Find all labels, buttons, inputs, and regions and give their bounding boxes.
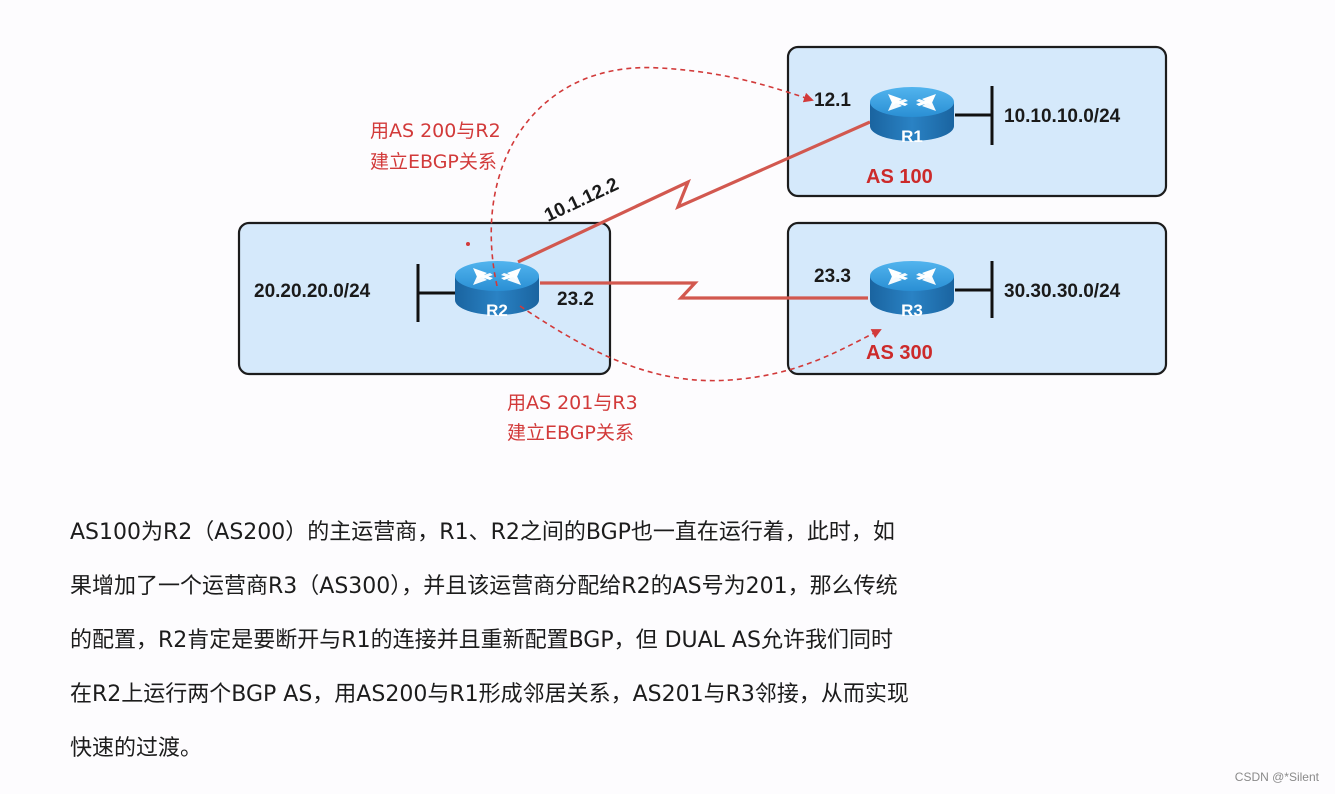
router-r2[interactable]: R2 xyxy=(455,261,539,320)
marker-dot xyxy=(466,242,470,246)
r2-network-label: 20.20.20.0/24 xyxy=(254,281,371,302)
note-r1-line2: 建立EBGP关系 xyxy=(370,151,497,173)
ebgp-arc-r2-r1 xyxy=(490,66,814,287)
note-r3-line2: 建立EBGP关系 xyxy=(507,422,634,444)
note-r1-line1: 用AS 200与R2 xyxy=(370,120,501,142)
as300-label: AS 300 xyxy=(866,342,933,364)
description-line: 在R2上运行两个BGP AS，用AS200与R1形成邻居关系，AS201与R3邻… xyxy=(70,682,909,707)
description-line: 果增加了一个运营商R3（AS300），并且该运营商分配给R2的AS号为201，那… xyxy=(70,574,898,599)
description-line: 快速的过渡。 xyxy=(70,736,203,761)
router-r1-label: R1 xyxy=(901,127,923,146)
note-r3-line1: 用AS 201与R3 xyxy=(507,392,638,414)
r3-interface-label: 23.3 xyxy=(814,266,851,287)
serial-link-r2-r3 xyxy=(540,281,868,300)
router-r1[interactable]: R1 xyxy=(870,87,954,146)
as100-label: AS 100 xyxy=(866,166,933,188)
router-r3[interactable]: R3 xyxy=(870,261,954,320)
router-r2-label: R2 xyxy=(486,301,508,320)
lan-r1 xyxy=(955,86,994,145)
description-line: AS100为R2（AS200）的主运营商，R1、R2之间的BGP也一直在运行着，… xyxy=(70,520,895,545)
lan-r3 xyxy=(955,261,994,318)
ebgp-arc-r2-r3 xyxy=(519,305,882,382)
r1-interface-label: 12.1 xyxy=(814,90,851,111)
router-r3-label: R3 xyxy=(901,301,923,320)
r2-interface-r3-label: 23.2 xyxy=(557,289,594,310)
watermark: CSDN @*Silent xyxy=(1234,770,1319,784)
description-line: 的配置，R2肯定是要断开与R1的连接并且重新配置BGP，但 DUAL AS允许我… xyxy=(70,628,893,653)
network-diagram: R1 R2 R3 12.1 10.10.10.0/24 AS 100 20.20… xyxy=(237,45,1168,444)
r1-network-label: 10.10.10.0/24 xyxy=(1004,106,1121,127)
r3-network-label: 30.30.30.0/24 xyxy=(1004,281,1121,302)
as100-box xyxy=(786,45,1168,198)
as200-box xyxy=(237,221,612,376)
serial-link-r2-r1 xyxy=(517,120,871,264)
lan-r2 xyxy=(416,264,455,322)
description-paragraph: AS100为R2（AS200）的主运营商，R1、R2之间的BGP也一直在运行着，… xyxy=(70,506,1230,776)
